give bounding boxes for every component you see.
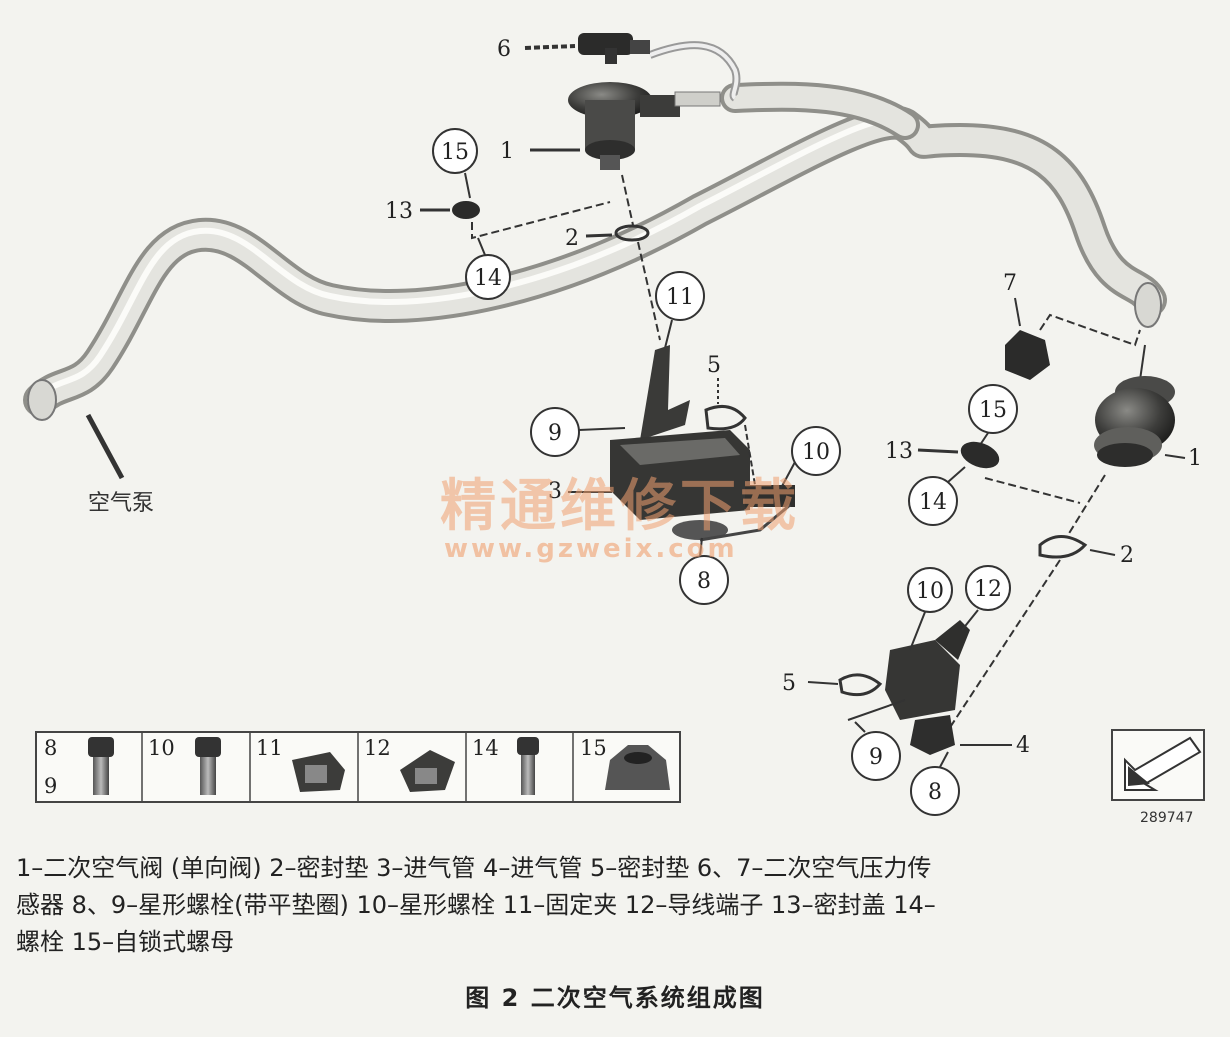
callout-8 (679, 555, 729, 605)
legend-cell-10: 10 (148, 736, 221, 795)
callout-14-text: 14 (474, 266, 502, 291)
label-2: 2 (565, 226, 579, 251)
lock-nut-icon (605, 745, 670, 790)
callout-9-right-text: 9 (869, 745, 883, 770)
callout-8-text: 8 (697, 569, 711, 594)
caption: 1–二次空气阀 (单向阀) 2–密封垫 3–进气管 4–进气管 5–密封垫 6、… (16, 850, 1221, 961)
intake-pipe-3 (610, 345, 795, 542)
callout-9 (530, 407, 580, 457)
callout-8-right (910, 766, 960, 816)
label-7: 7 (1003, 271, 1017, 296)
legend-cell-14: 14 (472, 736, 539, 795)
drawing-number: 289747 (1140, 810, 1193, 826)
callout-10-right-text: 10 (916, 579, 944, 604)
legend-label-14: 14 (472, 736, 499, 760)
legend-cell-15: 15 (580, 736, 670, 790)
gasket-2 (614, 224, 650, 242)
gasket-5 (704, 404, 747, 431)
label-2-right: 2 (1120, 543, 1134, 568)
callout-10-right (907, 567, 953, 613)
callout-15 (432, 128, 478, 174)
watermark-url: www.gzweix.com (444, 534, 738, 564)
fastener-legend: 8 9 10 11 12 14 15 (35, 731, 681, 803)
label-1: 1 (500, 139, 514, 164)
right-assembly: 7 1 15 13 14 2 (782, 271, 1202, 816)
sealing-cap-13-right (960, 441, 1000, 469)
secondary-air-valve-1 (568, 82, 721, 170)
callout-15-right (968, 384, 1018, 434)
legend-label-15: 15 (580, 736, 607, 760)
bolt-icon (517, 737, 539, 755)
direction-arrow-icon (1111, 729, 1205, 801)
callout-8-right-text: 8 (928, 780, 942, 805)
legend-label-8: 8 (44, 736, 57, 760)
legend-label-12: 12 (364, 736, 391, 760)
callout-11-text: 11 (666, 285, 694, 310)
pressure-sensor-7 (1005, 330, 1050, 380)
label-13-right: 13 (885, 439, 913, 464)
callout-15-right-text: 15 (979, 398, 1007, 423)
caption-line-2: 感器 8、9–星形螺栓(带平垫圈) 10–星形螺栓 11–固定夹 12–导线端子… (16, 891, 936, 919)
watermark-main: 精通维修下载 (440, 474, 800, 539)
legend-cell-12: 12 (364, 736, 455, 792)
callout-11 (655, 271, 705, 321)
callout-14 (465, 254, 511, 300)
legend-cell-8-9: 8 9 (44, 736, 114, 798)
figure-title: 图 2 二次空气系统组成图 (465, 984, 765, 1012)
gasket-5-right (838, 673, 883, 697)
label-5-right: 5 (782, 671, 796, 696)
legend-label-10: 10 (148, 736, 175, 760)
label-5: 5 (707, 353, 721, 378)
callout-14-right (908, 476, 958, 526)
legend-label-11: 11 (256, 736, 283, 760)
label-13: 13 (385, 199, 413, 224)
star-bolt-washer-icon (88, 737, 114, 757)
star-bolt-icon (195, 737, 221, 757)
pressure-sensor-6 (578, 33, 650, 64)
legend-cell-11: 11 (256, 736, 345, 792)
component-diagram: 空气泵 6 1 15 13 14 (23, 33, 1205, 826)
secondary-air-valve-1-right (1094, 376, 1175, 467)
callout-14-right-text: 14 (919, 490, 947, 515)
callout-12-text: 12 (974, 577, 1002, 602)
left-assembly: 6 1 15 13 14 2 11 (385, 33, 841, 605)
callout-10 (791, 426, 841, 476)
callout-9-text: 9 (548, 421, 562, 446)
pump-label: 空气泵 (88, 491, 154, 516)
intake-pipe-4 (885, 620, 970, 755)
caption-line-1: 1–二次空气阀 (单向阀) 2–密封垫 3–进气管 4–进气管 5–密封垫 6、… (16, 854, 932, 882)
label-4: 4 (1016, 733, 1030, 758)
sealing-cap-13 (452, 201, 480, 219)
label-6: 6 (497, 37, 511, 62)
label-3: 3 (548, 479, 562, 504)
callout-12 (965, 565, 1011, 611)
callout-9-right (851, 731, 901, 781)
air-hose (23, 41, 1167, 421)
pump-leader-line (85, 413, 125, 480)
label-1-right: 1 (1188, 446, 1202, 471)
callout-15-text: 15 (441, 140, 469, 165)
gasket-2-right (1038, 535, 1088, 559)
caption-line-3: 螺栓 15–自锁式螺母 (16, 928, 235, 956)
callout-10-text: 10 (802, 440, 830, 465)
legend-label-9: 9 (44, 774, 57, 798)
